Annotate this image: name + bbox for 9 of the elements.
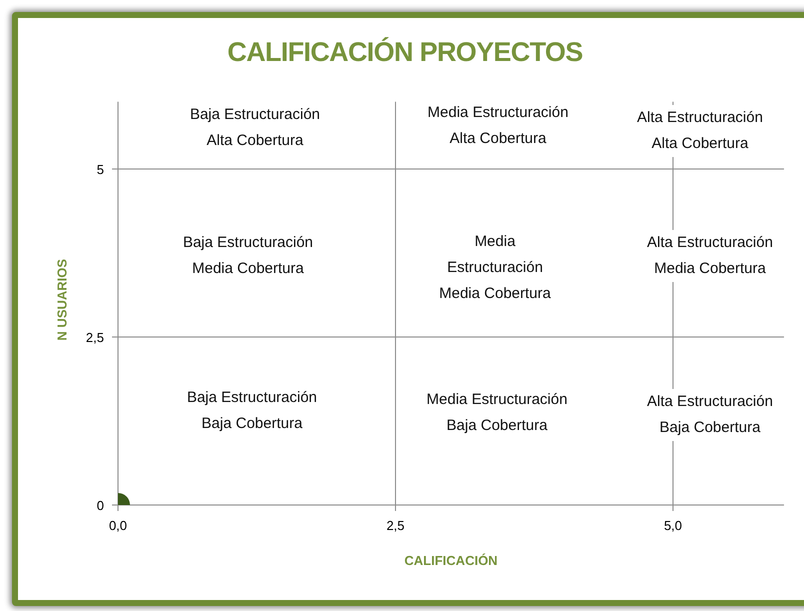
axis-title: CALIFICACIÓN: [403, 552, 499, 570]
axis-title: N USUARIOS: [53, 258, 70, 343]
tick-label: 2,5: [386, 518, 405, 533]
tick-label: 5: [96, 162, 104, 177]
chart-title: CALIFICACIÓN PROYECTOS: [226, 36, 584, 69]
tick-label: 0,0: [108, 518, 128, 533]
tick-label: 2,5: [86, 330, 104, 345]
tick-label: 5,0: [664, 518, 682, 533]
tick-label: 0: [96, 498, 104, 513]
